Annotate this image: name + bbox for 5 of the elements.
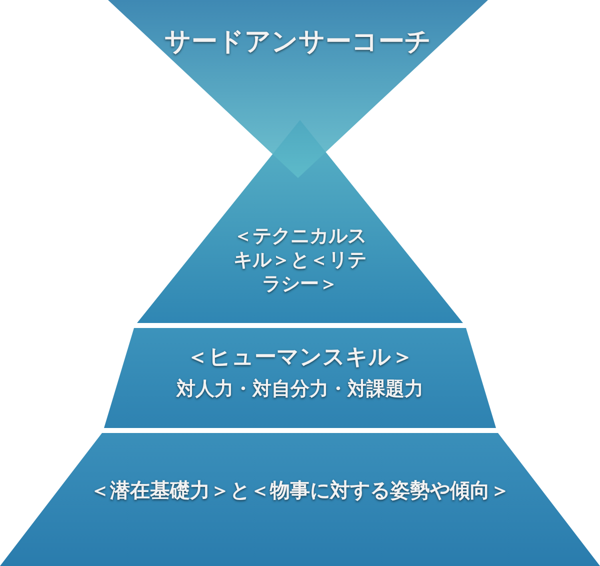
tier-description: 対人力・対自分力・対課題力: [175, 378, 424, 402]
tier-label: ＜潜在基礎力＞と＜物事に対する姿勢や傾向＞: [89, 478, 511, 503]
tier-label: ＜テクニカルスキル＞と＜リテラシー＞: [232, 225, 368, 296]
tier-heading: ＜ヒューマンスキル＞: [186, 344, 414, 372]
coach-title: サードアンサーコーチ: [164, 26, 432, 58]
